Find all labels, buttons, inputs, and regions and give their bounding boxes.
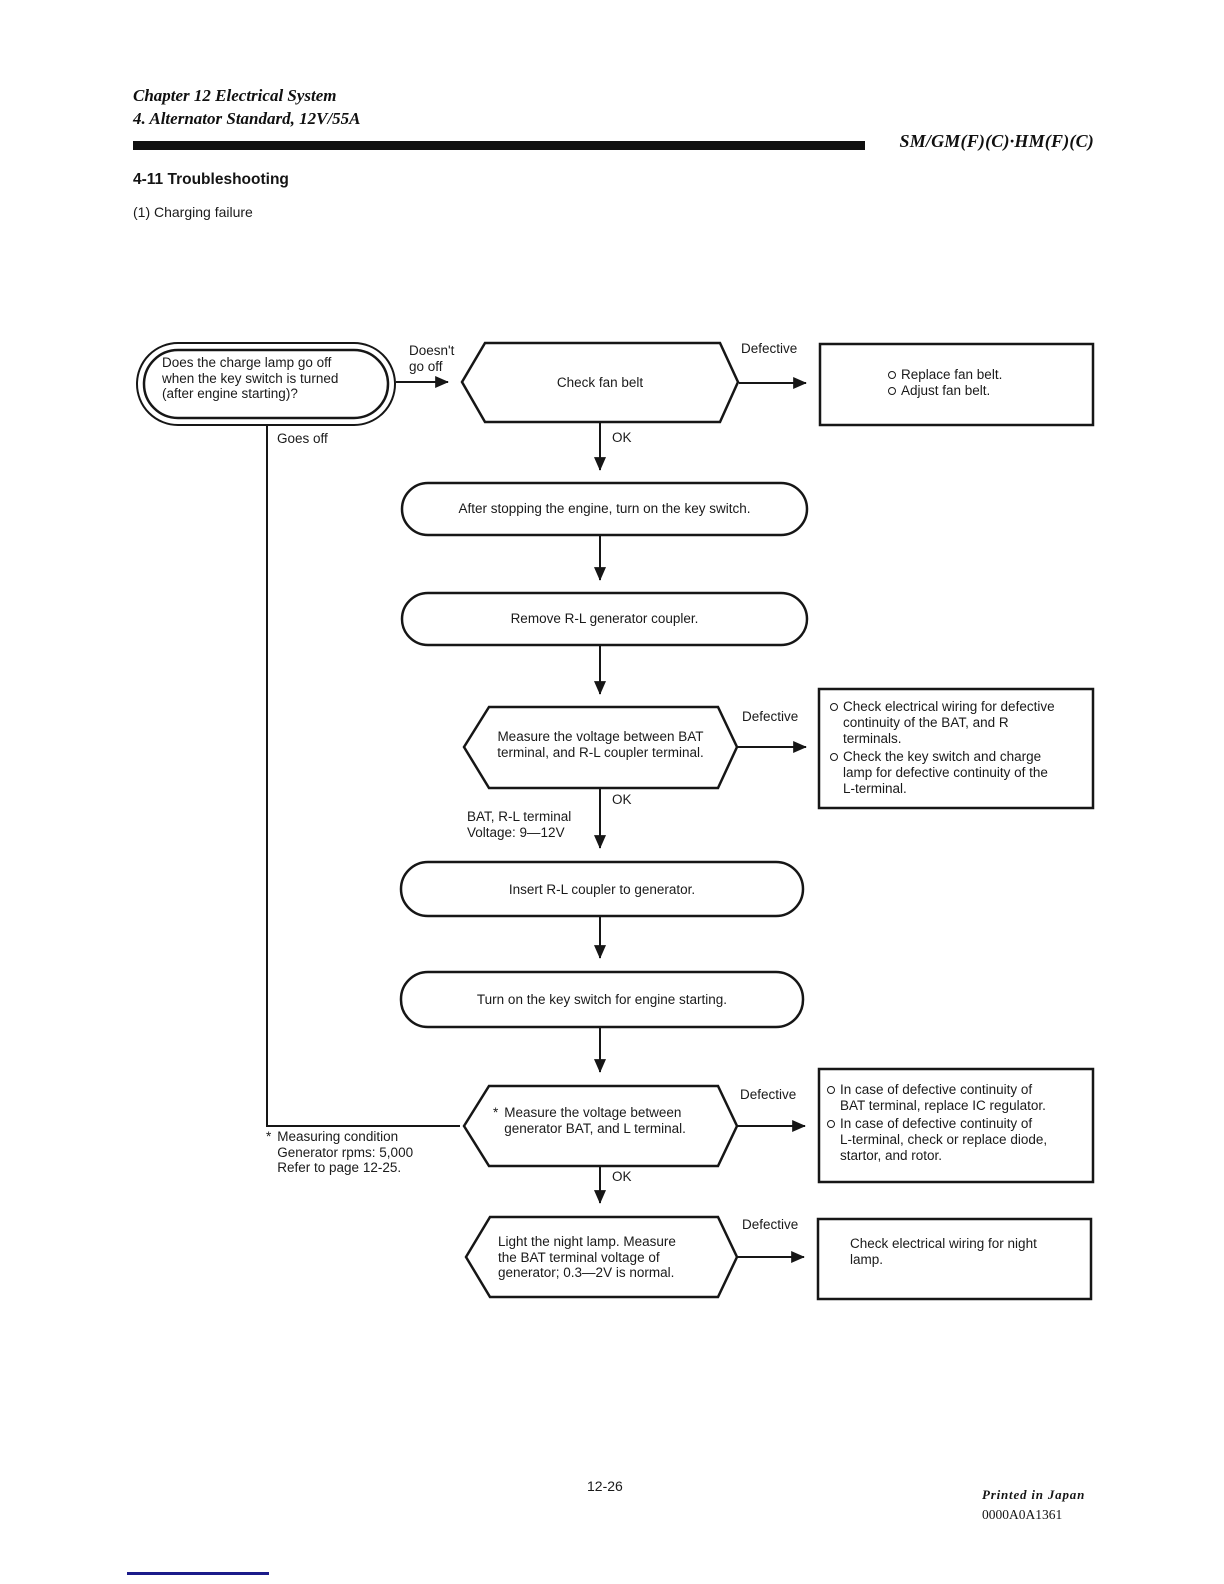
action-ic-regulator-items: In case of defective continuity of BAT t… bbox=[827, 1082, 1047, 1164]
list-item: In case of defective continuity of BAT t… bbox=[827, 1082, 1047, 1114]
action-box-ic-regulator bbox=[817, 1067, 1095, 1184]
model-code: SM/GM(F)(C)·HM(F)(C) bbox=[899, 131, 1094, 151]
process-insert-coupler bbox=[399, 860, 805, 918]
action-box-night-lamp bbox=[816, 1217, 1093, 1301]
print-code: 0000A0A1361 bbox=[982, 1507, 1063, 1522]
circle-bullet-icon bbox=[888, 386, 896, 395]
decision-check-fan-belt bbox=[460, 341, 740, 424]
edge-label-goes-off: Goes off bbox=[277, 431, 328, 446]
goes-off-connector bbox=[266, 425, 460, 1127]
action-bat-r-wiring-items: Check electrical wiring for defective co… bbox=[830, 699, 1055, 797]
annotation-bat-rl-voltage: BAT, R-L terminal Voltage: 9—12V bbox=[467, 809, 572, 840]
action-night-lamp-label: Check electrical wiring for night lamp. bbox=[850, 1236, 1037, 1267]
start-node bbox=[142, 348, 390, 420]
process-key-switch-on-label: After stopping the engine, turn on the k… bbox=[458, 501, 751, 516]
page-number: 12-26 bbox=[587, 1478, 623, 1494]
circle-bullet-icon bbox=[830, 703, 838, 711]
subsection-title: (1) Charging failure bbox=[133, 204, 253, 220]
process-engine-start bbox=[399, 970, 805, 1029]
decision-night-lamp bbox=[464, 1215, 739, 1299]
edge-label-ok-3: OK bbox=[612, 1169, 632, 1184]
circle-bullet-icon bbox=[827, 1120, 835, 1128]
list-item: Adjust fan belt. bbox=[888, 383, 1002, 399]
process-remove-coupler-label: Remove R-L generator coupler. bbox=[510, 611, 699, 626]
circle-bullet-icon bbox=[888, 371, 896, 379]
process-insert-coupler-label: Insert R-L coupler to generator. bbox=[508, 882, 696, 897]
action-box-bat-r-wiring bbox=[817, 687, 1095, 810]
chapter-title: Chapter 12 Electrical System bbox=[133, 86, 337, 105]
list-item: Replace fan belt. bbox=[888, 367, 1002, 383]
decision-measure-bat-rl-label: Measure the voltage between BAT terminal… bbox=[497, 729, 704, 760]
list-item: Check electrical wiring for defective co… bbox=[830, 699, 1055, 747]
process-engine-start-label: Turn on the key switch for engine starti… bbox=[476, 992, 728, 1007]
header-rule bbox=[133, 141, 865, 150]
chapter-subtitle: 4. Alternator Standard, 12V/55A bbox=[133, 109, 361, 128]
circle-bullet-icon bbox=[827, 1086, 835, 1094]
decision-night-lamp-label: Light the night lamp. Measure the BAT te… bbox=[498, 1234, 676, 1280]
decision-measure-gen-bat-l-label: * Measure the voltage between generator … bbox=[493, 1105, 686, 1136]
edge-label-defective-1: Defective bbox=[741, 341, 798, 356]
printed-in-label: Printed in Japan bbox=[982, 1487, 1086, 1502]
process-remove-coupler bbox=[400, 591, 809, 647]
action-box-fan-belt bbox=[818, 342, 1095, 427]
edge-label-defective-2: Defective bbox=[742, 709, 799, 724]
asterisk-marker: * bbox=[266, 1129, 272, 1144]
annotation-measuring-condition: * Measuring condition Generator rpms: 5,… bbox=[266, 1129, 414, 1175]
decision-check-fan-belt-label: Check fan belt bbox=[556, 375, 644, 390]
section-title: 4-11 Troubleshooting bbox=[133, 171, 289, 188]
edge-label-defective-4: Defective bbox=[742, 1217, 799, 1232]
start-node-label: Does the charge lamp go off when the key… bbox=[162, 355, 339, 401]
list-item: In case of defective continuity of L-ter… bbox=[827, 1116, 1047, 1164]
list-item: Check the key switch and charge lamp for… bbox=[830, 749, 1055, 797]
decision-measure-bat-rl bbox=[462, 705, 739, 790]
process-key-switch-on bbox=[400, 481, 809, 537]
edge-label-defective-3: Defective bbox=[740, 1087, 797, 1102]
decision-measure-gen-bat-l bbox=[462, 1084, 739, 1168]
action-fan-belt-items: Replace fan belt. Adjust fan belt. bbox=[888, 367, 1002, 398]
edge-label-ok-1: OK bbox=[612, 430, 632, 445]
circle-bullet-icon bbox=[830, 753, 838, 761]
asterisk-marker: * bbox=[493, 1105, 499, 1120]
edge-label-doesnt-go-off: Doesn't go off bbox=[409, 343, 455, 374]
bottom-accent-line bbox=[127, 1572, 269, 1575]
edge-label-ok-2: OK bbox=[612, 792, 632, 807]
